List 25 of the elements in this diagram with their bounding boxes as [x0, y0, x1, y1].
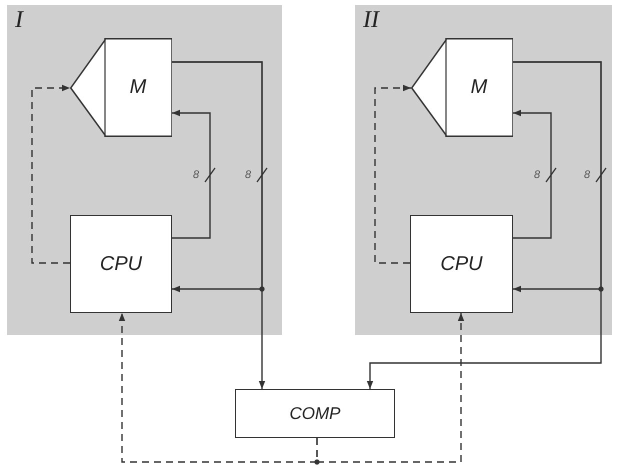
dashed-connector [31, 84, 70, 264]
bus-width-label: 8 [193, 169, 200, 181]
unit-box [70, 215, 172, 313]
connector-arrow [172, 110, 211, 239]
memory-block [70, 38, 172, 137]
block-label: M [130, 76, 146, 99]
unit-box [410, 215, 513, 313]
connector-arrow [366, 61, 602, 389]
unit-box [235, 389, 395, 438]
system-panel [355, 5, 612, 335]
bus-width-label: 8 [245, 169, 252, 181]
block-label: CPU [100, 252, 142, 276]
block-label: CPU [440, 252, 483, 276]
memory-block [411, 38, 513, 137]
block-label: COMP [290, 404, 340, 424]
connector-arrow [513, 110, 552, 239]
dashed-connector [316, 313, 464, 463]
bus-width-label: 8 [534, 169, 540, 181]
panel-numeral: II [363, 7, 379, 34]
block-label: M [470, 76, 488, 99]
bus-width-label: 8 [584, 169, 590, 181]
system-panel [7, 5, 282, 335]
connector-arrow [172, 61, 266, 389]
panel-numeral: I [15, 7, 23, 34]
dashed-connector [374, 84, 411, 264]
